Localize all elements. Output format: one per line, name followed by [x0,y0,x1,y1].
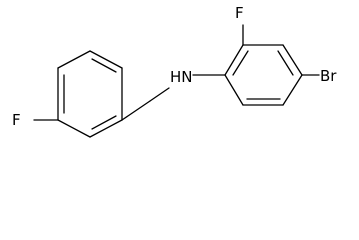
bond [121,100,151,121]
bond [57,119,91,138]
double-bond-inner [277,50,294,76]
double-bond-inner [91,58,117,73]
fluorine-label-left: F [12,111,21,129]
bond [282,74,303,106]
double-bond-inner [91,115,117,130]
bond [224,44,244,76]
bond [149,87,170,102]
fluorophenyl-ring [57,50,123,138]
bond [89,50,123,69]
bromofluorophenyl-ring [224,44,303,106]
bond [224,74,244,106]
bond [282,44,303,76]
bond [57,50,91,69]
bond [89,119,123,138]
fluorine-label-top: F [235,4,244,22]
amine-label: HN [170,68,193,86]
bromine-label: Br [320,67,337,85]
structure-canvas: F F HN Br [12,4,337,138]
double-bond-inner [232,50,249,76]
molecule-diagram: F F HN Br [12,4,337,138]
